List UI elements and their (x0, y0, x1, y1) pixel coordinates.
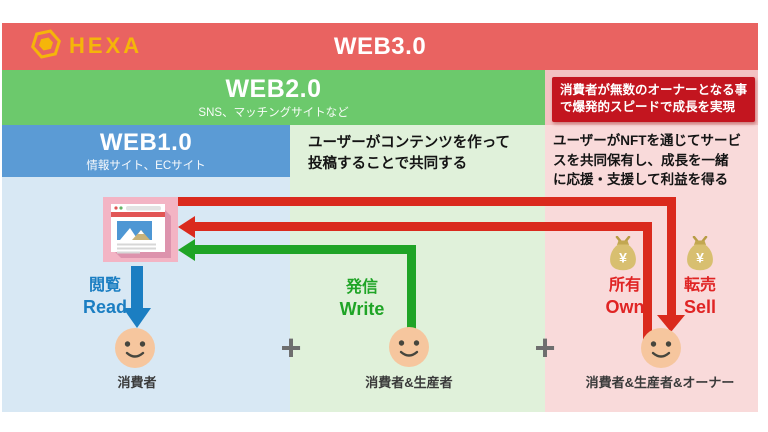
callout-line-2: で爆発的スピードで成長を実現 (560, 100, 736, 114)
svg-text:¥: ¥ (619, 250, 627, 266)
read-label: 閲覧 Read (82, 277, 127, 317)
write-arrowhead-icon (178, 239, 195, 261)
plus-sign-2: + (534, 327, 556, 368)
web1-subtitle: 情報サイト、ECサイト (86, 159, 206, 172)
read-arrowhead-icon (123, 308, 151, 328)
persona-label-consumer: 消費者 (117, 375, 157, 390)
sell-label: 転売 Sell (683, 277, 717, 317)
web3-header-bar: WEB3.0 (2, 23, 758, 70)
own-arrow-horizontal (194, 222, 652, 231)
plus-sign-1: + (280, 327, 302, 368)
persona-label-owner: 消費者&生産者&オーナー (585, 375, 735, 390)
web2-title: WEB2.0 (225, 74, 322, 103)
money-bag-sell-icon: ¥ (685, 235, 715, 277)
write-arrow-horizontal (194, 245, 416, 254)
web3-callout: 消費者が無数のオーナーとなる事 で爆発的スピードで成長を実現 (552, 77, 755, 122)
web1-title: WEB1.0 (99, 128, 193, 156)
own-label: 所有 Own (605, 277, 645, 317)
web2-header-bar: WEB2.0 SNS、マッチングサイトなど (2, 70, 545, 125)
hexagon-icon (31, 28, 61, 64)
website-icon (103, 197, 178, 267)
sell-arrow-horizontal (175, 197, 676, 206)
brand-name: HEXA (69, 33, 143, 58)
sell-arrowhead-icon (657, 315, 685, 332)
callout-line-1: 消費者が無数のオーナーとなる事 (560, 83, 748, 97)
money-bag-own-icon: ¥ (608, 235, 638, 277)
persona-label-producer: 消費者&生産者 (365, 375, 453, 390)
web2-description: ユーザーがコンテンツを作って 投稿することで共同する (308, 135, 510, 172)
hexa-logo: HEXA (31, 28, 142, 64)
producer-face-icon (387, 325, 431, 374)
web3-title: WEB3.0 (333, 32, 427, 60)
owner-face-icon (639, 326, 683, 375)
read-arrow-vertical (131, 266, 143, 310)
web2-subtitle: SNS、マッチングサイトなど (198, 106, 349, 119)
web3-description: ユーザーがNFTを通じてサービ スを共同保有し、成長を一緒 に応援・支援して利益… (553, 133, 741, 187)
own-arrow-vertical (643, 222, 652, 340)
svg-text:¥: ¥ (696, 250, 704, 266)
sell-arrow-vertical (667, 197, 676, 316)
consumer-face-icon (113, 326, 157, 375)
write-label: 発信 Write (339, 279, 385, 319)
web1-header-bar: WEB1.0 情報サイト、ECサイト (2, 125, 290, 177)
write-arrow-vertical (407, 245, 416, 332)
own-arrowhead-icon (178, 216, 195, 238)
